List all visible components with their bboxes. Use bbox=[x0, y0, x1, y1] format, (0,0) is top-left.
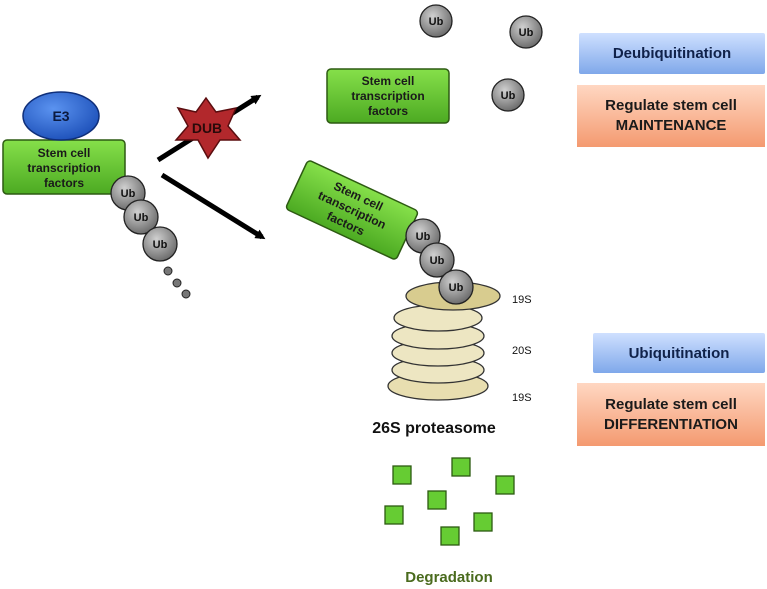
degradation-square bbox=[495, 475, 515, 495]
degradation-square bbox=[384, 505, 404, 525]
degradation-square bbox=[473, 512, 493, 532]
differentiation-label: Regulate stem cell DIFFERENTIATION bbox=[577, 383, 765, 446]
degradation-label: Degradation bbox=[405, 569, 493, 586]
top-factor-label-1: Stem cell bbox=[362, 74, 415, 88]
degradation-square bbox=[451, 457, 471, 477]
left-ub-chain: Ub Ub Ub bbox=[110, 175, 191, 299]
degradation-square bbox=[427, 490, 447, 510]
degradation-square bbox=[440, 526, 460, 546]
left-factor-label-2: transcription bbox=[27, 161, 100, 175]
top-factor-label-3: factors bbox=[368, 104, 408, 118]
differentiation-line-2: DIFFERENTIATION bbox=[604, 415, 738, 433]
proteasome-name: 26S proteasome bbox=[372, 420, 496, 437]
top-factor-box bbox=[326, 68, 450, 124]
proteasome-top-label: 19S bbox=[512, 294, 532, 306]
tilted-ub-label: Ub bbox=[416, 231, 431, 243]
tilted-ub-label: Ub bbox=[449, 282, 464, 294]
maintenance-line-1: Regulate stem cell bbox=[605, 97, 737, 114]
arrow-to-proteasome bbox=[160, 172, 266, 240]
tilted-ub-label: Ub bbox=[430, 255, 445, 267]
dub-star bbox=[174, 96, 242, 160]
tilted-ub-circle bbox=[438, 269, 474, 305]
degradation-fragments bbox=[384, 457, 515, 546]
e3-label: E3 bbox=[52, 108, 69, 124]
proteasome-middle-label: 20S bbox=[512, 345, 532, 357]
proteasome-stack bbox=[387, 281, 501, 401]
proteasome-bottom-label: 19S bbox=[512, 392, 532, 404]
free-ub-label: Ub bbox=[519, 27, 534, 39]
deubiquitination-label: Deubiquitination bbox=[579, 33, 765, 74]
tilted-factor: Stem cell transcription factors bbox=[285, 160, 419, 260]
free-ub-circle bbox=[419, 4, 453, 38]
ub-dot bbox=[172, 278, 182, 288]
ub-circle bbox=[123, 199, 159, 235]
ub-label: Ub bbox=[153, 239, 168, 251]
maintenance-line-2: MAINTENANCE bbox=[615, 117, 727, 134]
free-ub-circle bbox=[509, 15, 543, 49]
differentiation-line-1: Regulate stem cell bbox=[605, 395, 737, 413]
free-ub-label: Ub bbox=[429, 16, 444, 28]
left-factor-label-3: factors bbox=[44, 176, 84, 190]
ub-circle bbox=[142, 226, 178, 262]
dub-label: DUB bbox=[192, 120, 222, 136]
ubiquitination-label: Ubiquitination bbox=[593, 333, 765, 373]
maintenance-label: Regulate stem cell MAINTENANCE bbox=[577, 85, 765, 147]
degradation-square bbox=[392, 465, 412, 485]
ub-label: Ub bbox=[121, 188, 136, 200]
tilted-ub-circle bbox=[419, 242, 455, 278]
left-factor-label-1: Stem cell bbox=[38, 146, 91, 160]
ub-dot bbox=[163, 266, 173, 276]
ub-label: Ub bbox=[134, 212, 149, 224]
free-ub-circle bbox=[491, 78, 525, 112]
top-factor-label-2: transcription bbox=[351, 89, 424, 103]
free-ub-label: Ub bbox=[501, 90, 516, 102]
ub-dot bbox=[181, 289, 191, 299]
e3-ellipse bbox=[22, 91, 100, 141]
